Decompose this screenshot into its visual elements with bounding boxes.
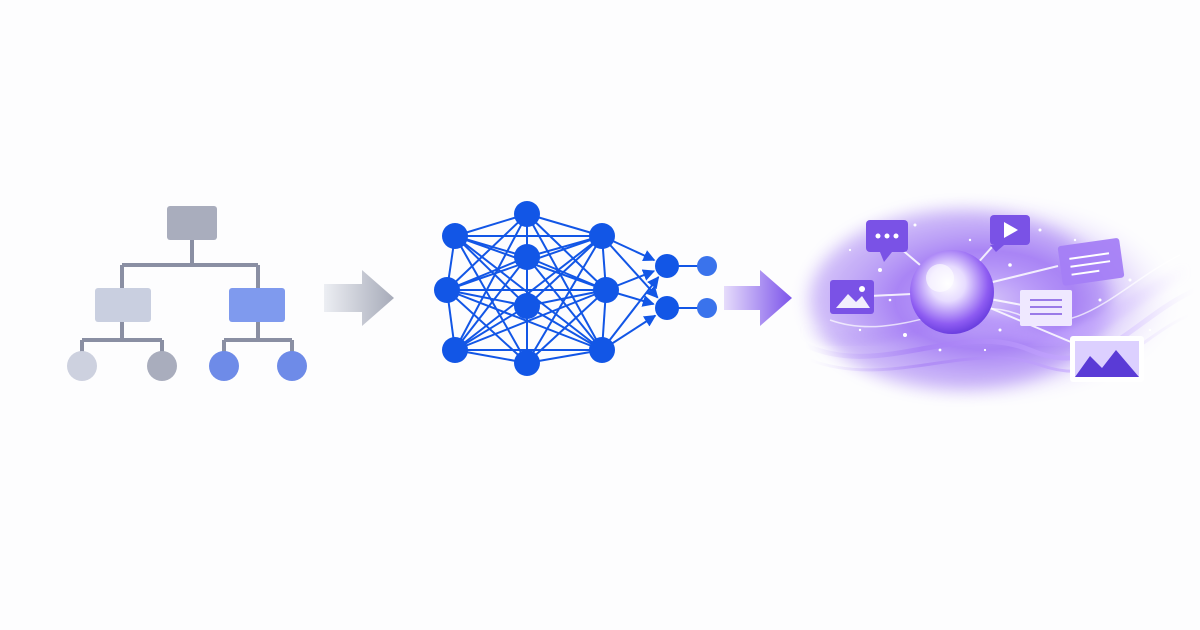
tree-leaf-node [67, 351, 97, 381]
text-document-icon [1057, 238, 1125, 286]
neural-network-icon [434, 201, 717, 376]
network-node [697, 298, 717, 318]
network-node [442, 337, 468, 363]
network-edge [454, 256, 528, 351]
network-edge [526, 213, 607, 291]
sparkle [888, 298, 892, 302]
network-edge [454, 289, 607, 351]
arrow-right-icon [324, 270, 394, 326]
network-node [514, 293, 540, 319]
network-edge [446, 289, 603, 351]
network-edge [526, 235, 603, 364]
network-edge [446, 213, 528, 291]
sparkle [938, 348, 942, 352]
tree-leaf-node [277, 351, 307, 381]
sparkle [858, 328, 862, 332]
tree-root-node [167, 206, 217, 240]
sparkle [1008, 263, 1012, 267]
article-panel-icon [1020, 290, 1072, 326]
sparkle [903, 333, 907, 337]
network-node [514, 350, 540, 376]
network-node [589, 223, 615, 249]
tree-leaf-node [147, 351, 177, 381]
network-node [514, 244, 540, 270]
hierarchy-tree-icon [67, 206, 307, 381]
sparkle [913, 223, 917, 227]
sparkle [1038, 228, 1042, 232]
generative-ai-orb-icon [785, 190, 1197, 410]
arrow-right-icon [724, 270, 792, 326]
orb-core [910, 250, 994, 334]
image-card-icon [830, 280, 874, 314]
chat-bubble-icon [866, 220, 908, 262]
network-node [442, 223, 468, 249]
sparkle [1098, 298, 1102, 302]
sparkle [1148, 328, 1152, 332]
tree-right-node [229, 288, 285, 322]
tree-leaf-node [209, 351, 239, 381]
network-node [589, 337, 615, 363]
network-edge [601, 276, 660, 351]
sparkle [1073, 238, 1077, 242]
network-node [655, 254, 679, 278]
landscape-photo-icon [1070, 336, 1144, 382]
network-node [655, 296, 679, 320]
sparkle [983, 348, 987, 352]
network-edge [526, 235, 603, 307]
sparkle [878, 268, 882, 272]
network-node [697, 256, 717, 276]
play-video-icon [990, 215, 1030, 252]
network-edge [526, 213, 603, 237]
tree-left-node [95, 288, 151, 322]
sparkle [998, 328, 1002, 332]
sparkle [848, 248, 852, 252]
network-node [593, 277, 619, 303]
sparkle [968, 238, 972, 242]
sparkle [1128, 278, 1132, 282]
network-node [514, 201, 540, 227]
network-node [434, 277, 460, 303]
network-edge [454, 235, 603, 351]
network-edge [526, 256, 603, 351]
network-edge [454, 305, 528, 351]
